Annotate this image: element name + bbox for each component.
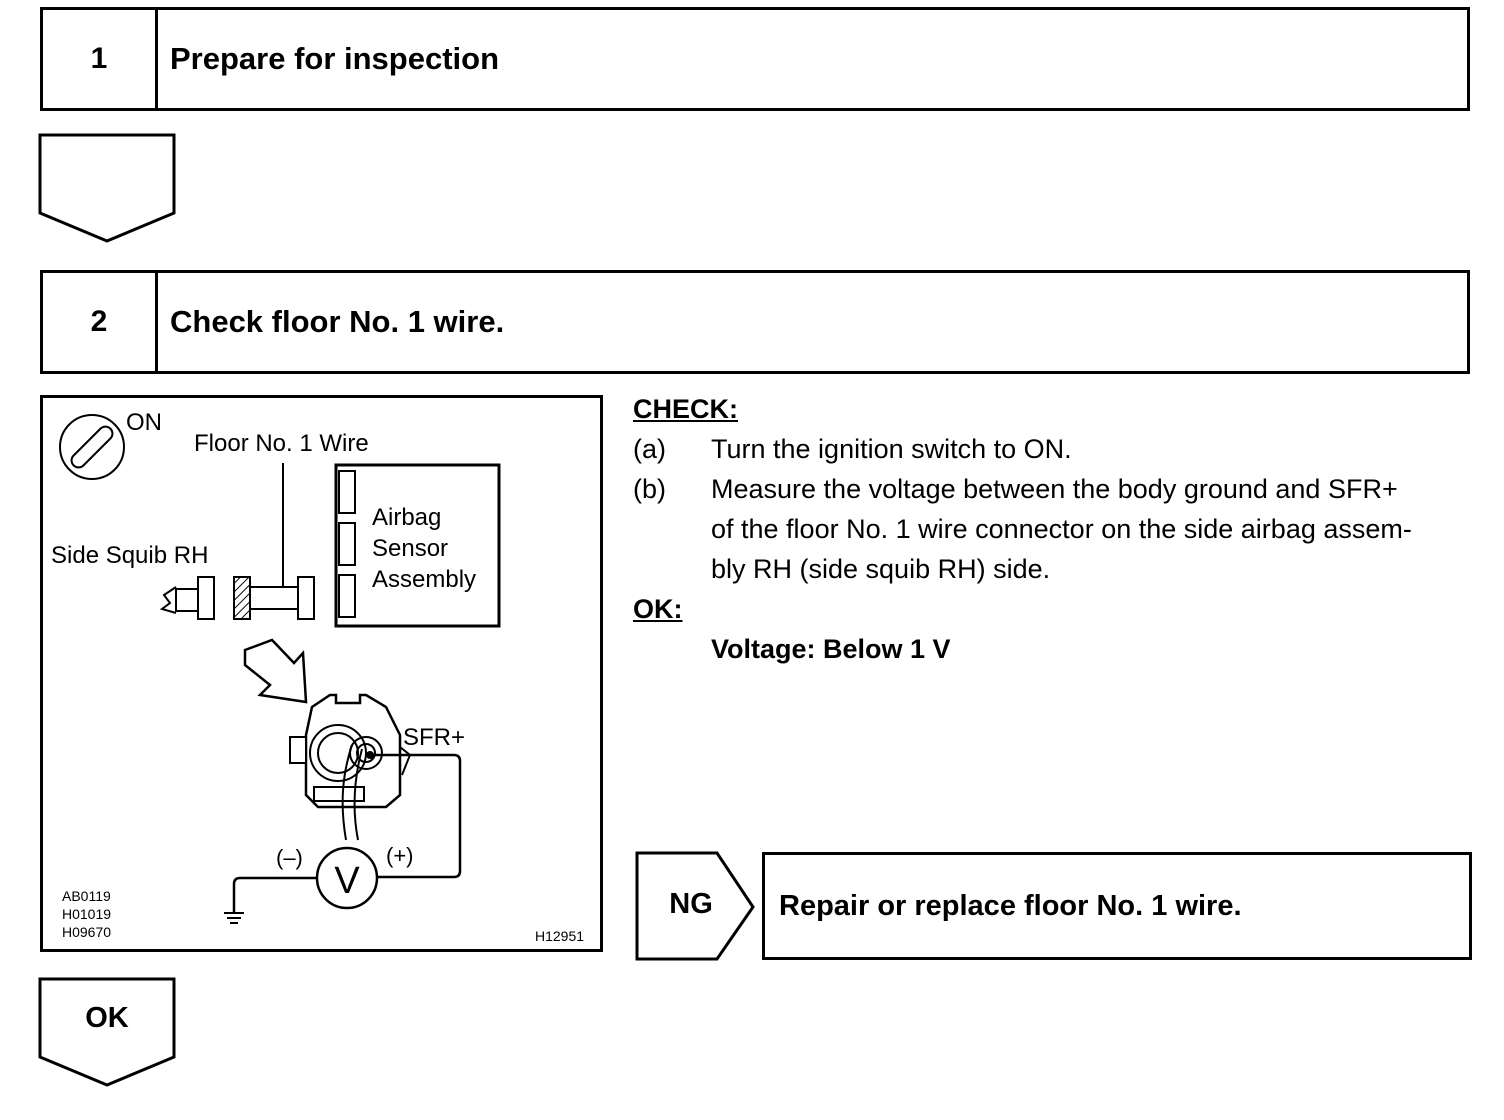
check-header: CHECK: — [633, 394, 738, 424]
ground-icon — [224, 912, 244, 924]
check-item-b-marker: (b) — [633, 474, 666, 504]
check-item-b-line-2: of the floor No. 1 wire connector on the… — [711, 514, 1412, 544]
voltmeter-icon: V — [315, 846, 379, 910]
ng-label: NG — [669, 888, 713, 920]
svg-text:V: V — [334, 860, 360, 902]
pointer-arrow-icon — [243, 638, 308, 704]
ok-down-arrow — [38, 977, 176, 1087]
wiring-diagram: ON Floor No. 1 Wire Airbag Sensor Assemb… — [40, 395, 603, 952]
ng-action: Repair or replace floor No. 1 wire. — [762, 852, 1472, 960]
ignition-switch-icon — [59, 414, 125, 480]
ok-header: OK: — [633, 594, 683, 624]
minus-label: (–) — [276, 845, 303, 870]
step-title: Prepare for inspection — [170, 41, 500, 76]
flow-down-arrow — [38, 133, 176, 243]
check-item-b-line-3: bly RH (side squib RH) side. — [711, 554, 1051, 584]
terminal-label: SFR+ — [403, 724, 465, 751]
step-number: 1 — [43, 10, 158, 108]
ok-value: Voltage: Below 1 V — [711, 634, 951, 664]
step-title: Check floor No. 1 wire. — [170, 304, 505, 339]
step-2-header: 2 Check floor No. 1 wire. — [40, 270, 1470, 374]
switch-label: ON — [126, 409, 162, 436]
wire-connector-icon — [249, 576, 315, 620]
squib-label: Side Squib RH — [51, 542, 208, 569]
hatched-connector-icon — [233, 576, 251, 620]
airbag-sensor-box — [334, 463, 501, 628]
check-item-a-marker: (a) — [633, 434, 666, 464]
ng-right-arrow — [635, 851, 755, 961]
figure-codes: AB0119 H01019 H09670 — [62, 888, 115, 940]
check-item-a-text: Turn the ignition switch to ON. — [711, 434, 1072, 464]
check-item-b-line-1: Measure the voltage between the body gro… — [711, 474, 1398, 504]
step-number: 2 — [43, 273, 158, 371]
figure-code: H12951 — [535, 928, 584, 944]
sensor-label: Airbag Sensor Assembly — [372, 504, 476, 593]
connector-face-icon — [289, 693, 412, 841]
squib-connector-icon — [159, 576, 215, 620]
step-1-header: 1 Prepare for inspection — [40, 7, 1470, 111]
wire-label: Floor No. 1 Wire — [194, 430, 369, 457]
ok-label: OK — [85, 1002, 129, 1034]
plus-label: (+) — [386, 843, 414, 868]
